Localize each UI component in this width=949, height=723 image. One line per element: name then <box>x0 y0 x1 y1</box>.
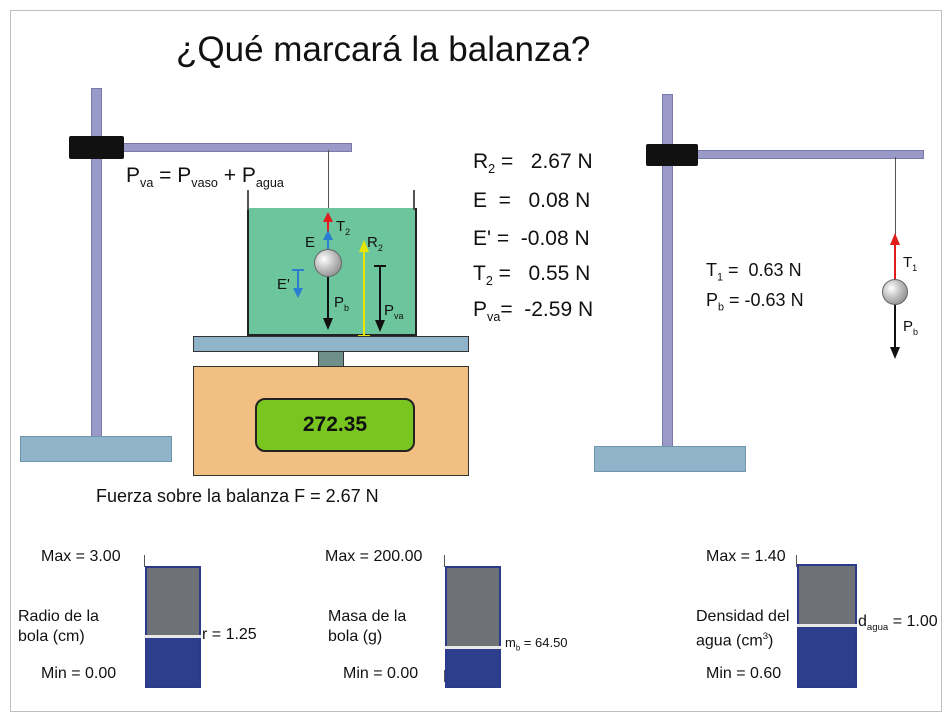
scale-plate <box>193 336 469 352</box>
hanging-ball <box>882 279 908 305</box>
right-clamp <box>646 144 698 166</box>
arrow-pva-head <box>375 320 385 332</box>
slider-density-max: Max = 1.40 <box>706 548 786 565</box>
slider-radius-max: Max = 3.00 <box>41 548 121 565</box>
left-stand-base <box>20 436 172 462</box>
label-pva: Pva <box>384 302 404 321</box>
slider-mass-fill <box>447 647 499 686</box>
force-row-pva: Pva= -2.59 N <box>473 298 594 325</box>
slider-radius-max-tick <box>144 555 145 567</box>
canvas-frame <box>10 10 942 712</box>
slider-density-fill <box>799 626 855 686</box>
slider-density[interactable] <box>797 564 857 688</box>
right-stand-arm <box>672 150 924 159</box>
arrow-r2-head <box>359 240 369 252</box>
beaker-wall-left <box>247 190 249 210</box>
slider-radius-handle[interactable] <box>145 634 201 638</box>
right-pb-value: Pb = -0.63 N <box>706 290 804 314</box>
formula-va-sub: va <box>140 176 154 191</box>
arrow-pb-head <box>323 318 333 330</box>
page-title: ¿Qué marcará la balanza? <box>176 30 591 69</box>
slider-radius-min: Min = 0.00 <box>41 665 117 682</box>
arrow-e-prime-head <box>293 288 303 298</box>
force-on-scale: Fuerza sobre la balanza F = 2.67 N <box>96 486 379 506</box>
arrow-e-head <box>323 230 333 240</box>
slider-mass-max: Max = 200.00 <box>325 548 423 565</box>
slider-radius-value: r = 1.25 <box>202 626 257 643</box>
left-string <box>328 150 329 258</box>
formula-p: P <box>126 164 141 187</box>
formula-p3: P <box>241 164 256 187</box>
formula-p2: P <box>177 164 192 187</box>
ball-in-water <box>314 249 342 277</box>
force-row-e: E = 0.08 N <box>473 189 591 212</box>
label-pb: Pb <box>334 294 350 313</box>
formula-eq: = <box>153 164 178 187</box>
slider-density-handle[interactable] <box>797 624 857 627</box>
beaker-wall-right <box>413 190 415 210</box>
label-e-prime: E' <box>277 276 290 293</box>
arrow-right-pb-head <box>890 347 900 359</box>
slider-mass-min-tick <box>444 670 445 682</box>
slider-mass[interactable] <box>445 566 501 688</box>
left-stand-arm <box>100 143 352 152</box>
slider-radius[interactable] <box>145 566 201 688</box>
label-r2: R2 <box>367 234 383 253</box>
force-row-t2: T2 = 0.55 N <box>473 262 591 289</box>
left-clamp <box>69 136 124 159</box>
slider-mass-max-tick <box>444 555 445 567</box>
scale-display: 272.35 <box>255 398 415 452</box>
formula-vaso-sub: vaso <box>191 176 218 191</box>
arrow-t1-head <box>890 233 900 245</box>
arrow-t2-head <box>323 212 333 222</box>
slider-density-max-tick <box>796 555 797 567</box>
slider-density-value: dagua = 1.00 <box>858 613 938 634</box>
label-right-pb: Pb <box>903 318 919 337</box>
label-t2: T2 <box>336 218 351 237</box>
slider-density-track <box>799 566 855 626</box>
force-row-r2: R2 = 2.67 N <box>473 150 593 177</box>
right-t1-value: T1 = 0.63 N <box>706 260 802 284</box>
formula-pva: Pva = Pvaso + Pagua <box>126 164 284 190</box>
slider-mass-handle[interactable] <box>445 645 501 649</box>
slider-mass-value: mb = 64.50 <box>505 635 568 653</box>
right-string <box>895 157 896 249</box>
slider-mass-track <box>447 568 499 648</box>
formula-plus: + <box>217 164 242 187</box>
slider-density-min: Min = 0.60 <box>706 665 782 682</box>
label-right-t1: T1 <box>903 254 918 273</box>
right-stand-base <box>594 446 746 472</box>
formula-agua-sub: agua <box>255 176 284 191</box>
label-e: E <box>305 234 316 251</box>
force-row-e-prime: E' = -0.08 N <box>473 227 590 250</box>
slider-mass-min: Min = 0.00 <box>343 665 419 682</box>
slider-radius-track <box>147 568 199 637</box>
right-force-arrows <box>890 233 900 359</box>
slider-radius-fill <box>147 636 199 686</box>
